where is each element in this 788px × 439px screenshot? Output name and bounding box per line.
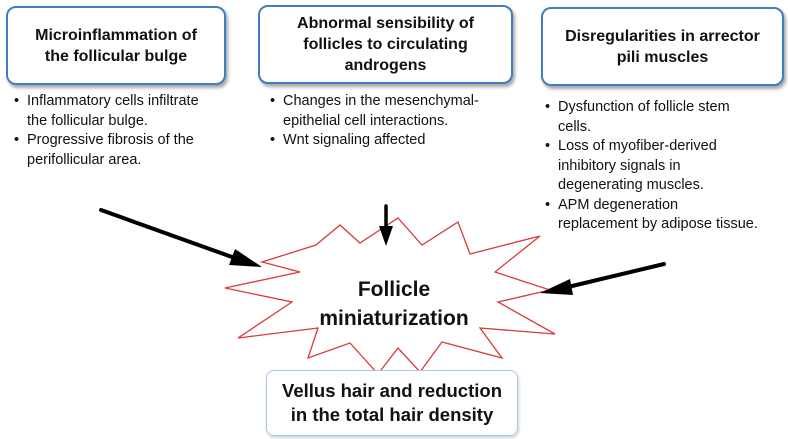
bullet-item: Loss of myofiber-derived inhibitory sign… (545, 137, 760, 196)
bullet-item: Wnt signaling affected (270, 131, 510, 151)
bullet-item: Dysfunction of follicle stem cells. (545, 98, 760, 137)
bullet-list-androgen-sensibility: Changes in the mesenchymal-epithelial ce… (270, 92, 510, 151)
cause-box-arrector-pili: Disregularities in arrector pili muscles (541, 7, 784, 86)
cause-title: Disregularities in arrector pili muscles (565, 27, 760, 66)
explosion-star-shape (224, 217, 556, 376)
arrow-left (99, 208, 234, 259)
center-label: Follicle miniaturization (319, 278, 469, 330)
arrow-left-head (229, 249, 262, 267)
bullet-list-arrector-pili: Dysfunction of follicle stem cells. Loss… (545, 98, 760, 235)
cause-title: Microinflammation of the follicular bulg… (35, 26, 197, 65)
bullet-item: APM degeneration replacement by adipose … (545, 196, 760, 235)
outcome-box: Vellus hair and reduction in the total h… (266, 370, 518, 436)
bullet-item: Progressive fibrosis of the perifollicul… (14, 131, 214, 170)
cause-box-microinflammation: Microinflammation of the follicular bulg… (6, 6, 226, 85)
outcome-label: Vellus hair and reduction in the total h… (282, 380, 502, 425)
cause-box-androgen-sensibility: Abnormal sensibility of follicles to cir… (258, 5, 513, 84)
arrow-right (566, 262, 666, 289)
bullet-item: Inflammatory cells infiltrate the follic… (14, 92, 214, 131)
arrow-right-head (540, 279, 573, 295)
cause-title: Abnormal sensibility of follicles to cir… (297, 15, 474, 74)
arrow-middle-head (379, 226, 393, 246)
bullet-list-microinflammation: Inflammatory cells infiltrate the follic… (14, 92, 214, 170)
bullet-item: Changes in the mesenchymal-epithelial ce… (270, 92, 510, 131)
